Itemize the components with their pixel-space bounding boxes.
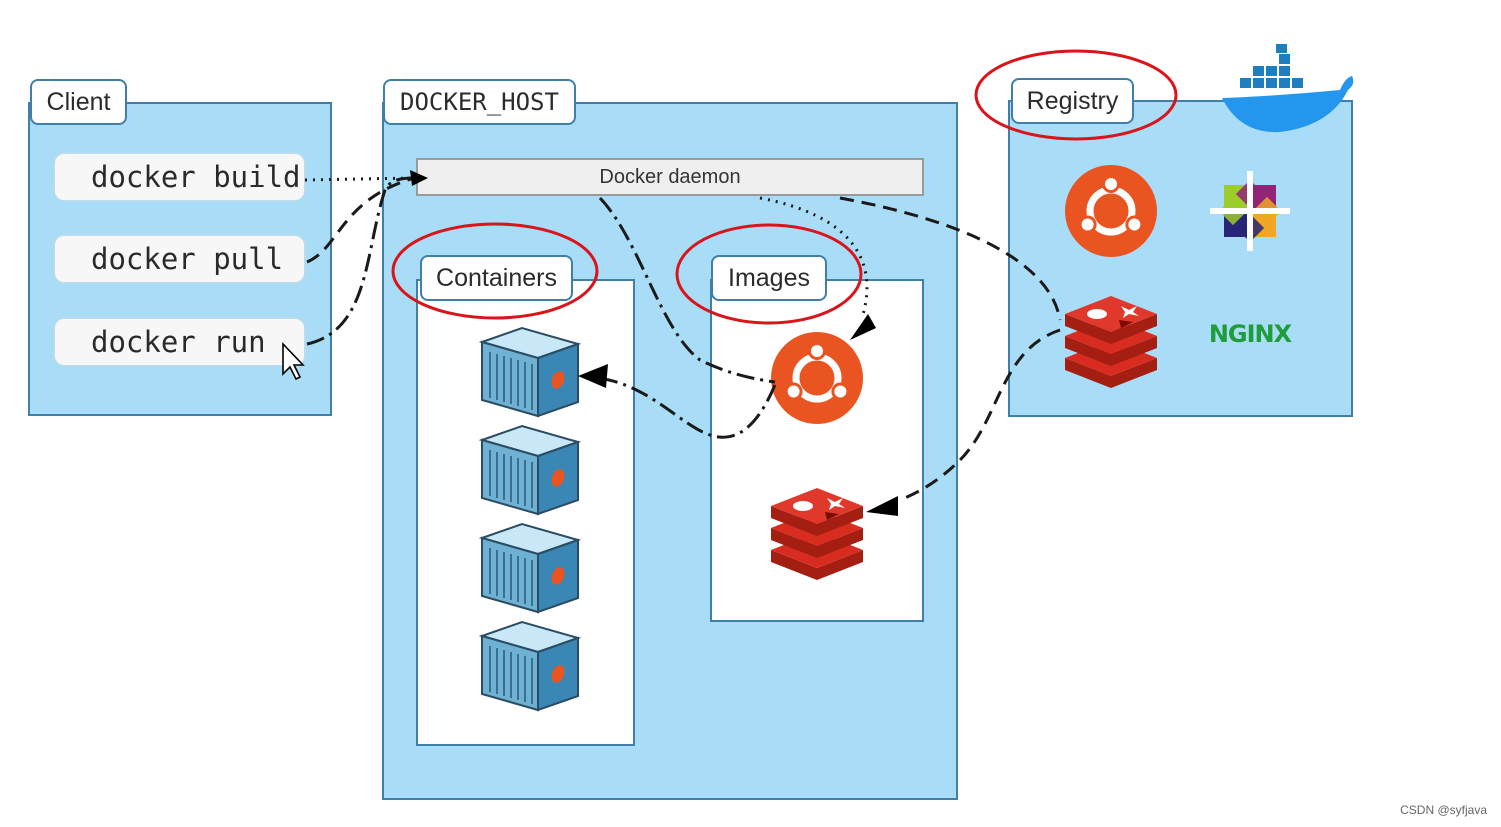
docker-host-title: DOCKER_HOST [383,79,576,125]
docker-pull-command[interactable]: docker pull [55,236,304,282]
images-title: Images [711,255,827,301]
build-to-image [759,196,869,319]
nginx-logo: NGINX [1208,320,1292,348]
arrowhead-icon [850,314,876,340]
arrowhead-icon [410,170,428,186]
watermark: CSDN @syfjava [1400,803,1487,817]
highlight-images [675,223,863,325]
highlight-registry [974,49,1178,141]
run-to-image [598,196,776,384]
daemon-to-registry-pull [839,196,1062,321]
client-title: Client [30,79,127,125]
ubuntu-icon [1065,165,1157,257]
docker-build-command[interactable]: docker build [55,154,304,200]
image-to-container [597,376,777,439]
container-icon [481,621,579,711]
cursor-icon [282,342,305,381]
highlight-containers [391,222,599,320]
container-icon [481,523,579,613]
registry-to-image-pull [899,328,1061,502]
containers-title: Containers [420,255,573,301]
centos-icon [1210,171,1290,251]
redis-icon [771,488,863,580]
arrowhead-icon [578,364,608,388]
container-icon [481,425,579,515]
registry-title: Registry [1011,78,1134,124]
run-connector [306,176,415,346]
ubuntu-icon [771,332,863,424]
docker-daemon-bar: Docker daemon [416,158,924,196]
redis-icon [1065,296,1157,388]
docker-run-command[interactable]: docker run [55,319,304,365]
docker-whale-icon [1222,44,1354,133]
pull-connector [306,176,415,264]
arrowhead-icon [866,496,898,516]
container-icon [481,327,579,417]
